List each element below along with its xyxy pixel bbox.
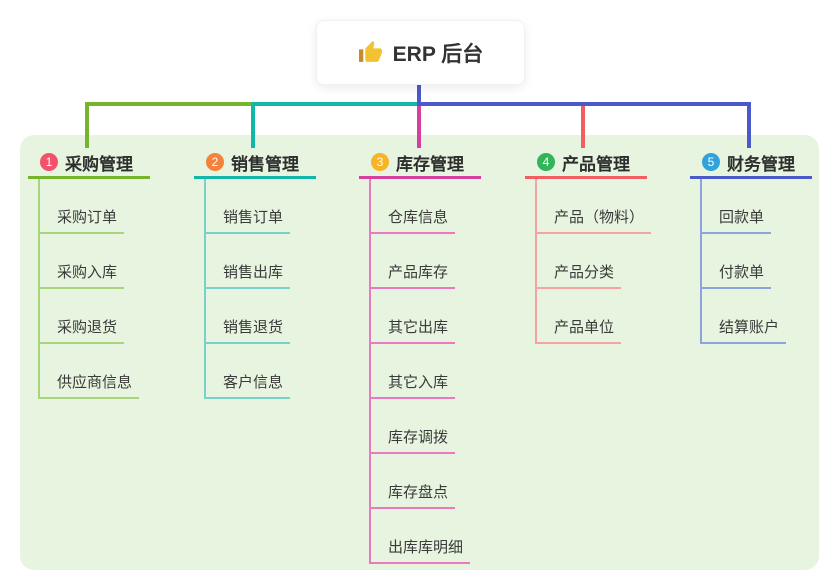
child-node[interactable]: 产品（物料） [537,179,665,234]
child-label: 采购退货 [40,316,125,344]
root-title: ERP 后台 [392,42,484,66]
child-node[interactable]: 付款单 [702,234,830,289]
branch-header[interactable]: 4 产品管理 [525,148,665,176]
child-label: 供应商信息 [40,371,140,399]
child-node[interactable]: 销售订单 [206,179,334,234]
child-node[interactable]: 出库库明细 [371,509,499,564]
branch-title: 财务管理 [727,154,795,174]
child-label: 其它出库 [371,316,456,344]
child-node[interactable]: 产品库存 [371,234,499,289]
child-node[interactable]: 其它入库 [371,344,499,399]
child-node[interactable]: 产品单位 [537,289,665,344]
child-label: 销售退货 [206,316,291,344]
branch-header[interactable]: 1 采购管理 [28,148,168,176]
branch-purchase: 1 采购管理 采购订单 采购入库 采购退货 供应商信息 [28,148,168,399]
branch-inventory: 3 库存管理 仓库信息 产品库存 其它出库 其它入库 库存调拨 库存盘点 出库库… [359,148,499,564]
branch-header[interactable]: 3 库存管理 [359,148,499,176]
child-node[interactable]: 产品分类 [537,234,665,289]
child-label: 产品库存 [371,261,456,289]
child-node[interactable]: 回款单 [702,179,830,234]
child-label: 回款单 [702,206,772,234]
connector-branch-product [419,102,585,148]
child-node[interactable]: 供应商信息 [40,344,168,399]
branch-children: 采购订单 采购入库 采购退货 供应商信息 [38,179,168,399]
branch-underline [690,176,812,179]
branches-panel [20,135,819,570]
branch-title: 采购管理 [65,154,133,174]
branch-underline [525,176,647,179]
branch-underline [28,176,150,179]
branch-underline [359,176,481,179]
branch-header[interactable]: 2 销售管理 [194,148,334,176]
child-node[interactable]: 库存调拨 [371,399,499,454]
child-node[interactable]: 客户信息 [206,344,334,399]
child-label: 产品单位 [537,316,622,344]
branch-underline [194,176,316,179]
branch-title: 产品管理 [562,154,630,174]
child-label: 库存盘点 [371,481,456,509]
branch-header[interactable]: 5 财务管理 [690,148,830,176]
child-node[interactable]: 销售出库 [206,234,334,289]
child-label: 仓库信息 [371,206,456,234]
branch-sales: 2 销售管理 销售订单 销售出库 销售退货 客户信息 [194,148,334,399]
child-label: 付款单 [702,261,772,289]
child-label: 其它入库 [371,371,456,399]
child-label: 结算账户 [702,316,787,344]
child-label: 销售出库 [206,261,291,289]
child-label: 产品（物料） [537,206,652,234]
connector-branch-sales [251,102,419,148]
connector-branch-finance [419,102,751,148]
branch-number-badge: 3 [371,153,389,171]
child-node[interactable]: 仓库信息 [371,179,499,234]
child-node[interactable]: 库存盘点 [371,454,499,509]
branch-children: 仓库信息 产品库存 其它出库 其它入库 库存调拨 库存盘点 出库库明细 [369,179,499,564]
branch-product: 4 产品管理 产品（物料） 产品分类 产品单位 [525,148,665,344]
child-label: 客户信息 [206,371,291,399]
thumbs-up-icon [358,40,383,65]
child-label: 出库库明细 [371,536,471,564]
branch-number-badge: 2 [206,153,224,171]
child-node[interactable]: 结算账户 [702,289,830,344]
child-label: 销售订单 [206,206,291,234]
child-label: 采购订单 [40,206,125,234]
child-label: 产品分类 [537,261,622,289]
child-label: 采购入库 [40,261,125,289]
branch-number-badge: 1 [40,153,58,171]
branch-title: 销售管理 [231,154,299,174]
child-label: 库存调拨 [371,426,456,454]
branch-finance: 5 财务管理 回款单 付款单 结算账户 [690,148,830,344]
child-node[interactable]: 采购入库 [40,234,168,289]
branch-title: 库存管理 [396,154,464,174]
branch-number-badge: 5 [702,153,720,171]
branch-children: 产品（物料） 产品分类 产品单位 [535,179,665,344]
branch-children: 回款单 付款单 结算账户 [700,179,830,344]
child-node[interactable]: 采购订单 [40,179,168,234]
branch-number-badge: 4 [537,153,555,171]
child-node[interactable]: 其它出库 [371,289,499,344]
child-node[interactable]: 销售退货 [206,289,334,344]
child-node[interactable]: 采购退货 [40,289,168,344]
root-node[interactable]: ERP 后台 [316,20,525,85]
branch-children: 销售订单 销售出库 销售退货 客户信息 [204,179,334,399]
